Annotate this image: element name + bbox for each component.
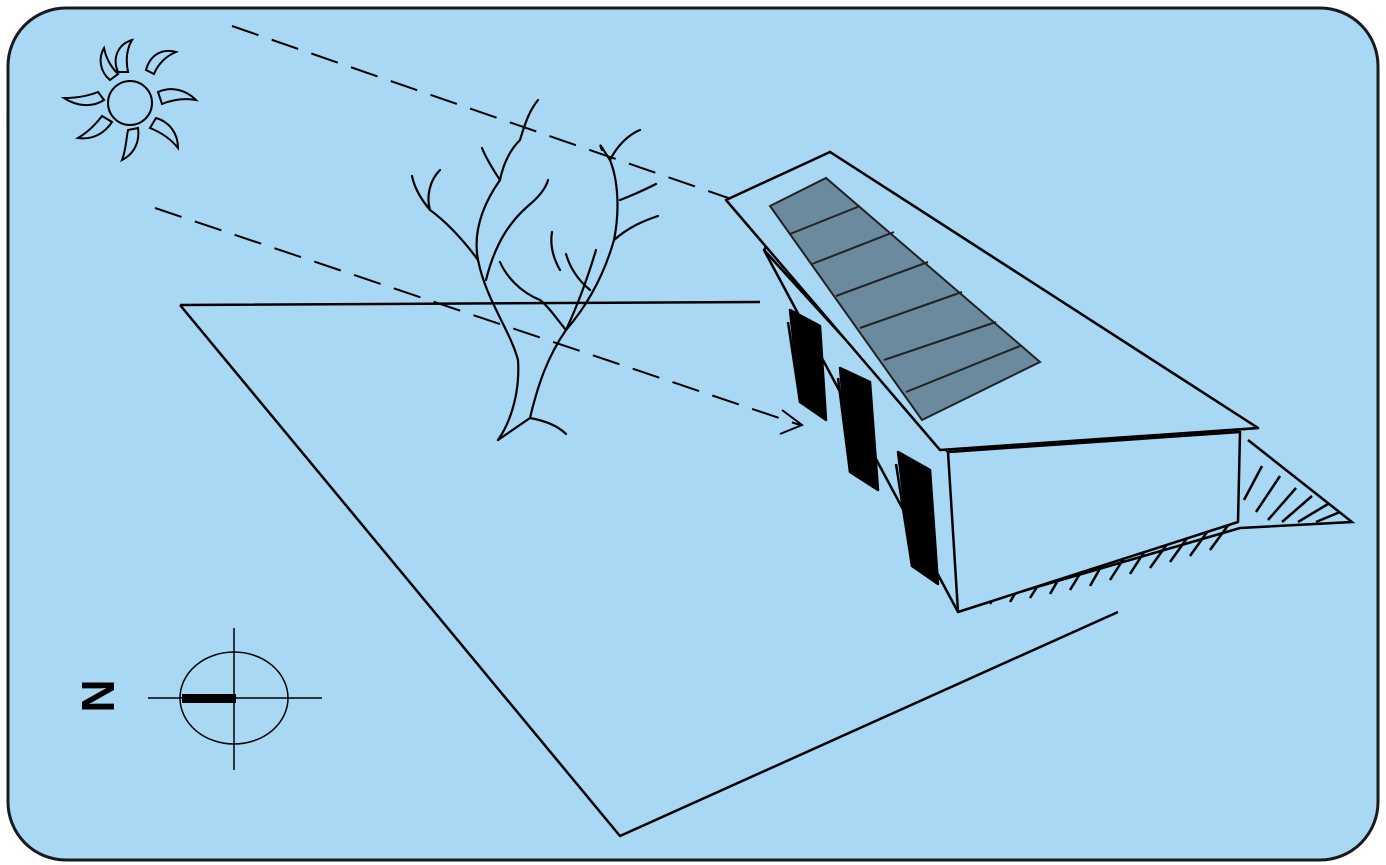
compass-north-label: N [78,676,118,716]
